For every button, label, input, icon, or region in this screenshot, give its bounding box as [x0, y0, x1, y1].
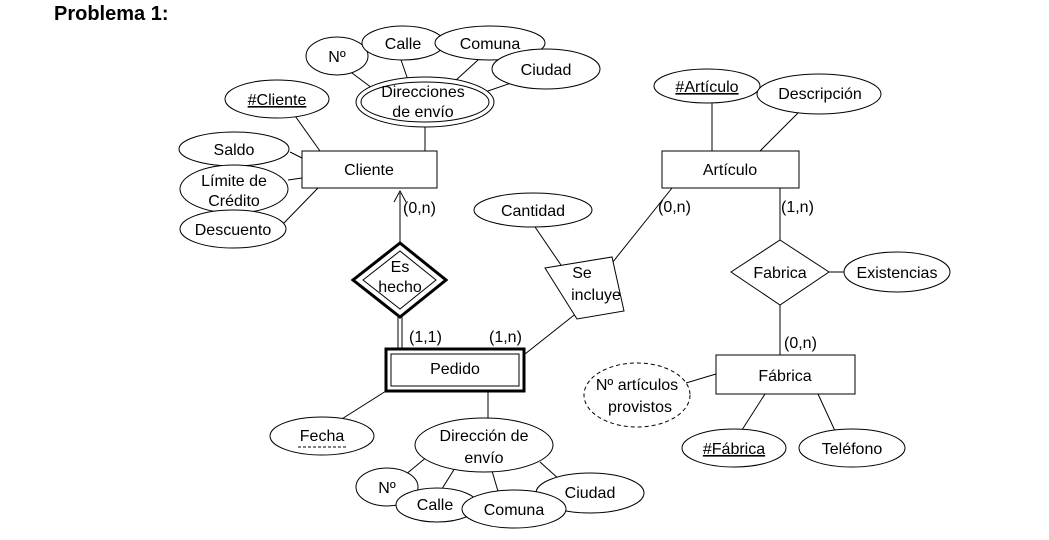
attribute-saldo-label: Saldo	[214, 142, 255, 159]
relationship-es-hecho: Es hecho	[350, 241, 449, 319]
attribute-direccion-envio-line2: envío	[464, 450, 503, 467]
attribute-cliente-key: #Cliente	[224, 79, 330, 119]
attribute-no-top: Nº	[305, 36, 369, 76]
attribute-descripcion-label: Descripción	[778, 86, 862, 103]
connector-calle-direcciones	[399, 56, 409, 81]
attribute-existencias-label: Existencias	[857, 265, 938, 282]
cardinality-fabrica-fabrica: (0,n)	[784, 335, 817, 352]
attribute-calle-top-label: Calle	[385, 36, 422, 53]
relationship-es-hecho-line1: Es	[391, 259, 410, 276]
attribute-no-articulos-line2: provistos	[608, 399, 672, 416]
attribute-ciudad-bottom-label: Ciudad	[565, 485, 616, 502]
diagram-title: Problema 1:	[54, 3, 169, 25]
attribute-telefono: Teléfono	[798, 428, 906, 468]
attribute-limite-credito: Límite de Crédito	[179, 164, 289, 214]
attribute-direcciones-envio-line1: Direcciones	[381, 84, 465, 101]
connector-clientekey-cliente	[292, 112, 321, 152]
attribute-existencias: Existencias	[843, 251, 951, 293]
connector-comuna-direcciones	[454, 59, 479, 82]
cardinality-articulo-seincluye: (0,n)	[658, 199, 691, 216]
attribute-fabrica-key-label: #Fábrica	[703, 441, 765, 458]
cardinalities: (0,n) (1,1) (1,n) (0,n) (1,n) (0,n)	[403, 199, 817, 352]
relationship-se-incluye-line2: incluye	[571, 287, 621, 304]
attribute-fabrica-key: #Fábrica	[681, 428, 787, 468]
attribute-calle-top: Calle	[361, 25, 445, 61]
connector-telefono-fabrica	[817, 393, 837, 434]
attribute-cantidad: Cantidad	[473, 192, 593, 228]
relationship-se-incluye-line1: Se	[572, 265, 592, 282]
attribute-saldo: Saldo	[178, 131, 290, 167]
connector-saldo-cliente	[289, 151, 303, 159]
attribute-comuna-bottom: Comuna	[461, 489, 567, 529]
entity-pedido-weak: Pedido	[384, 347, 526, 393]
attribute-descripcion: Descripción	[756, 73, 882, 115]
attribute-comuna-bottom-label: Comuna	[484, 502, 545, 519]
entity-articulo: Artículo	[661, 150, 800, 189]
cardinality-pedido-eshecho: (1,1)	[409, 329, 442, 346]
attribute-no-top-label: Nº	[328, 49, 346, 66]
entity-cliente: Cliente	[301, 150, 438, 189]
attribute-no-bottom-label: Nº	[378, 480, 396, 497]
attribute-cantidad-label: Cantidad	[501, 203, 565, 220]
cardinality-cliente-eshecho: (0,n)	[403, 200, 436, 217]
cardinality-articulo-fabrica: (1,n)	[781, 199, 814, 216]
relationship-es-hecho-line2: hecho	[378, 279, 422, 296]
attribute-fecha-partial-key: Fecha	[269, 416, 375, 456]
attribute-direcciones-envio-multivalued: Direcciones de envío	[355, 76, 495, 128]
entity-cliente-label: Cliente	[344, 162, 394, 179]
attribute-ciudad-top-label: Ciudad	[521, 62, 572, 79]
relationship-fabrica-label: Fabrica	[753, 265, 806, 282]
connector-fabricakey-fabrica	[739, 393, 766, 434]
attribute-limite-credito-line1: Límite de	[201, 173, 267, 190]
entity-fabrica-label: Fábrica	[758, 368, 811, 385]
attribute-calle-bottom: Calle	[395, 487, 479, 523]
connector-fecha-pedido	[336, 390, 387, 423]
attribute-ciudad-top: Ciudad	[491, 48, 601, 90]
attribute-descuento: Descuento	[179, 209, 287, 249]
entity-articulo-label: Artículo	[703, 162, 757, 179]
attribute-descuento-label: Descuento	[195, 222, 272, 239]
attribute-direccion-envio-line1: Dirección de	[440, 428, 529, 445]
attribute-limite-credito-line2: Crédito	[208, 193, 260, 210]
attribute-fecha-label: Fecha	[300, 428, 345, 445]
connector-descripcion-articulo	[759, 112, 799, 152]
attribute-no-articulos-line1: Nº artículos	[596, 377, 678, 394]
relationship-fabrica: Fabrica	[730, 239, 830, 306]
connector-noarticulos-fabrica	[685, 373, 717, 384]
attribute-calle-bottom-label: Calle	[417, 497, 454, 514]
relationship-se-incluye: Se incluye	[544, 256, 625, 320]
attribute-articulo-key-label: #Artículo	[675, 79, 738, 96]
attribute-direcciones-envio-line2: de envío	[392, 104, 453, 121]
connector-cantidad-seincluye	[532, 223, 564, 269]
entity-pedido-label: Pedido	[430, 361, 480, 378]
connector-descuento-cliente	[281, 187, 319, 226]
attribute-no-articulos-provistos-derived: Nº artículos provistos	[583, 362, 691, 428]
attribute-cliente-key-label: #Cliente	[248, 92, 307, 109]
cardinality-pedido-seincluye: (1,n)	[489, 329, 522, 346]
connector-limite-cliente	[287, 177, 303, 181]
connector-seincluye-articulo	[607, 187, 673, 269]
connectors	[281, 56, 845, 499]
attribute-comuna-top-label: Comuna	[460, 36, 521, 53]
attribute-telefono-label: Teléfono	[822, 441, 883, 458]
entity-fabrica: Fábrica	[715, 354, 856, 395]
attribute-articulo-key: #Artículo	[653, 68, 761, 104]
attribute-direccion-envio: Dirección de envío	[414, 417, 554, 473]
connector-seincluye-pedido	[524, 311, 579, 355]
arrow-head-cliente	[393, 189, 407, 203]
